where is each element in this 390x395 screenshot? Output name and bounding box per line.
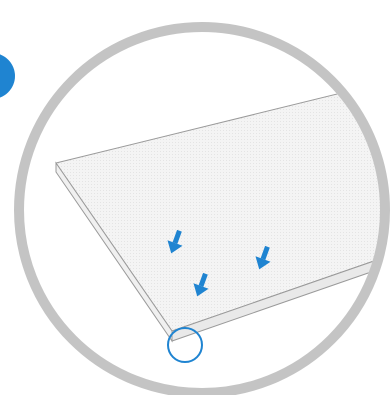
step-marker (0, 54, 15, 98)
press-down-arrow (193, 272, 209, 297)
press-down-arrow (255, 245, 271, 270)
corner-highlight-circle (167, 327, 203, 363)
panel-side-edge (55, 161, 173, 343)
panel-top-face (55, 83, 380, 332)
press-down-arrow (167, 229, 183, 254)
panel (55, 83, 380, 343)
magnifier-ring (14, 22, 390, 395)
